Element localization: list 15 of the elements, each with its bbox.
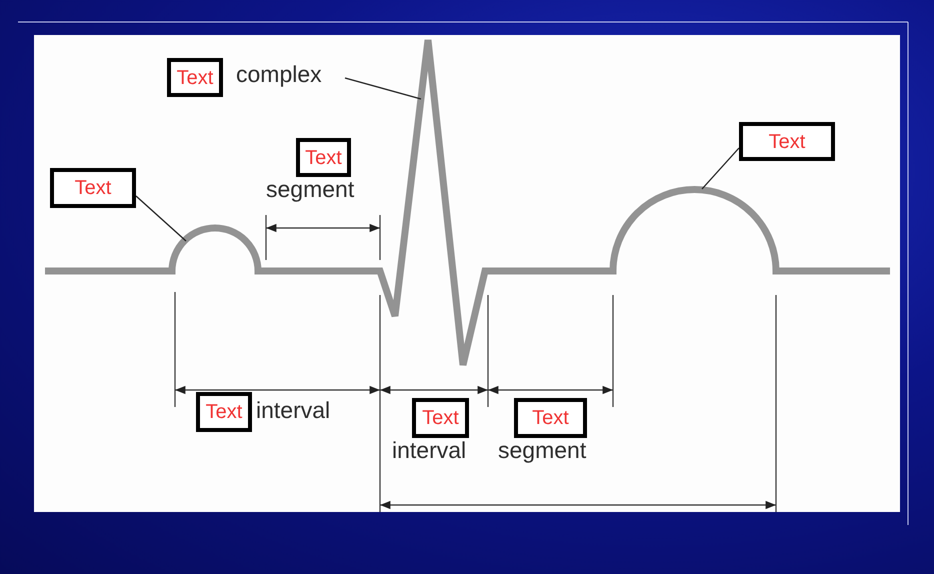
wave-label: complex [236, 63, 322, 86]
leader-line [702, 148, 740, 190]
leader-line [136, 196, 186, 242]
label-box: Text [514, 398, 587, 438]
wave-label: segment [266, 178, 354, 201]
leader-line [344, 77, 422, 100]
label-box: Text [50, 168, 136, 208]
label-box: Text [412, 398, 469, 438]
wave-label: interval [392, 439, 466, 462]
label-box: Text [196, 392, 252, 432]
label-box: Text [167, 58, 223, 97]
label-box: Text [296, 138, 351, 177]
wave-label: interval [256, 399, 330, 422]
wave-label: segment [498, 439, 586, 462]
label-box: Text [739, 122, 835, 161]
